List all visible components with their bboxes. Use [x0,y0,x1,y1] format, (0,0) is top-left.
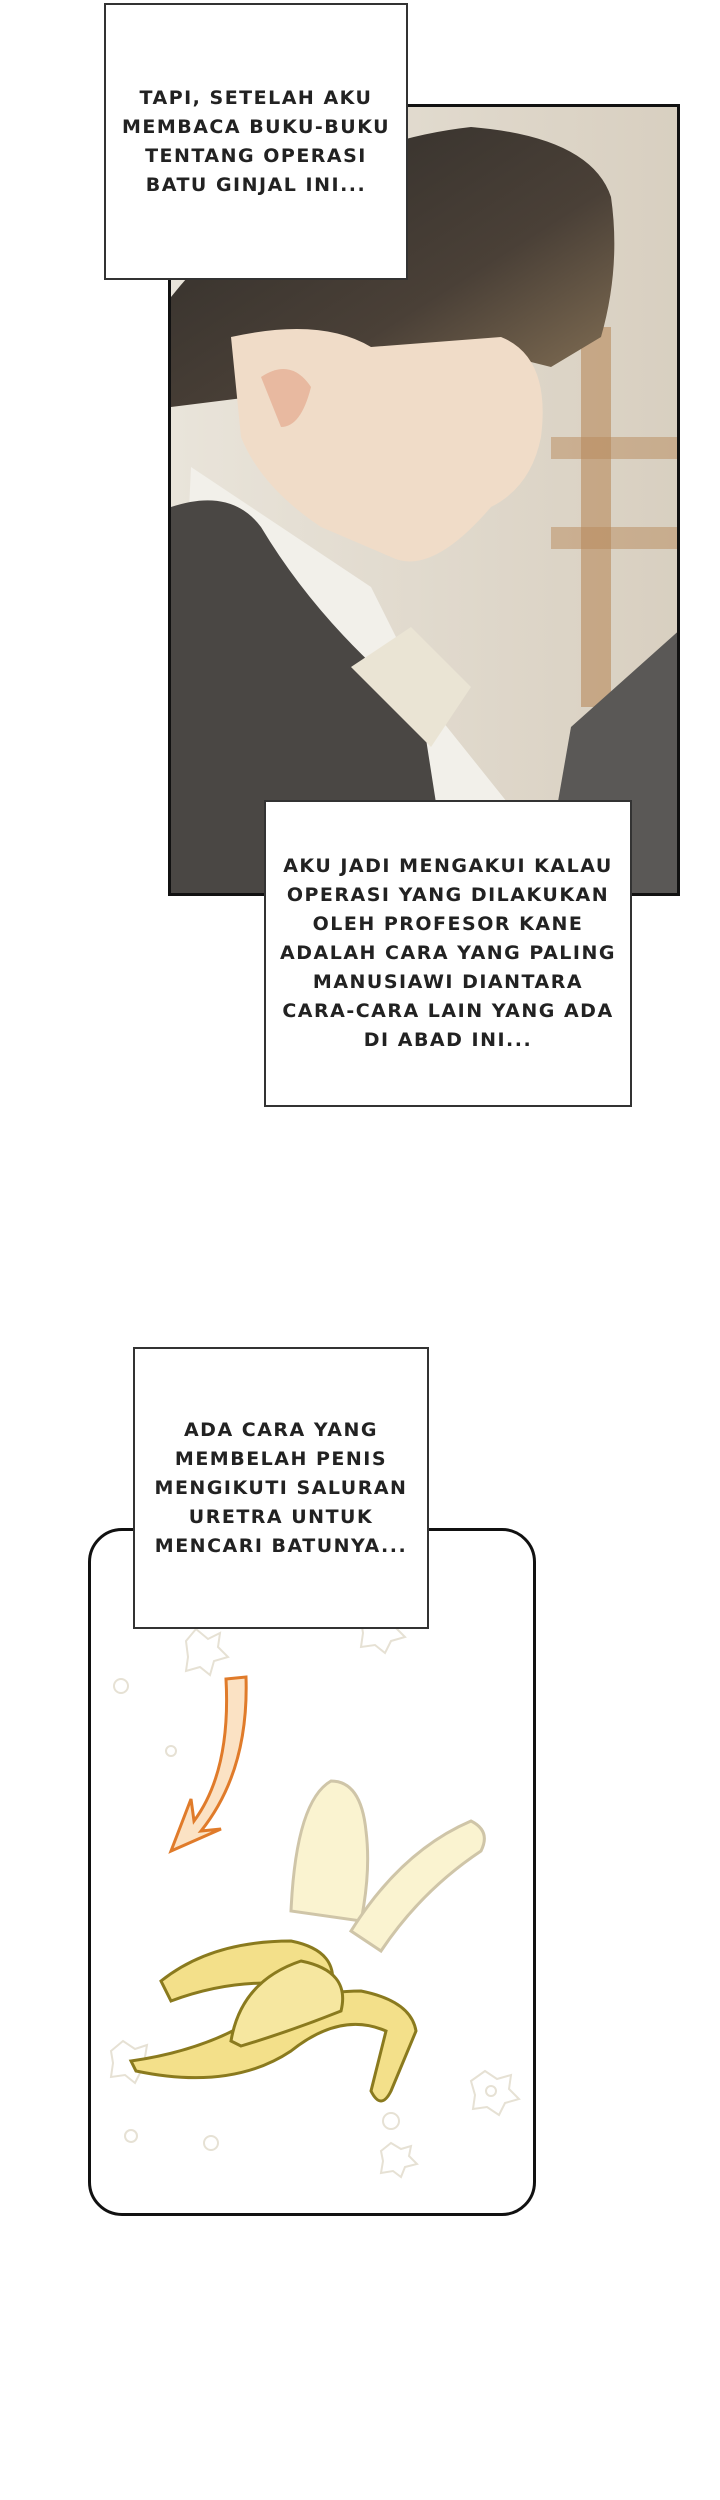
caption-line: MENCARI BATUNYA... [154,1534,408,1557]
caption-box-3: ADA CARA YANG MEMBELAH PENIS MENGIKUTI S… [133,1347,429,1629]
caption-line: MENGIKUTI SALURAN [154,1476,408,1499]
caption-line: AKU JADI MENGAKUI KALAU [283,855,613,877]
banana [128,1779,486,2103]
caption-line: OLEH PROFESOR KANE [312,913,584,935]
caption-line: BATU GINJAL INI... [145,173,367,196]
peeled-banana-illustration [109,1609,521,2179]
caption-line: DI ABAD INI... [363,1029,533,1051]
orange-arrow [168,1675,248,1854]
caption-line: MANUSIAWI DIANTARA [312,971,584,993]
comic-panel-banana [88,1528,536,2216]
caption-box-1: TAPI, SETELAH AKU MEMBACA BUKU-BUKU TENT… [104,3,408,280]
caption-line: URETRA UNTUK [188,1505,374,1528]
caption-line: MEMBELAH PENIS [174,1447,388,1470]
caption-line: TENTANG OPERASI [145,144,367,167]
caption-box-2: AKU JADI MENGAKUI KALAU OPERASI YANG DIL… [264,800,632,1107]
caption-line: ADA CARA YANG [183,1418,379,1441]
caption-line: OPERASI YANG DILAKUKAN [286,884,610,906]
caption-line: TAPI, SETELAH AKU [139,86,373,109]
star-decorations [109,1609,521,2179]
caption-line: ADALAH CARA YANG PALING [280,942,616,964]
caption-line: MEMBACA BUKU-BUKU [121,115,391,138]
caption-line: CARA-CARA LAIN YANG ADA [282,1000,614,1022]
